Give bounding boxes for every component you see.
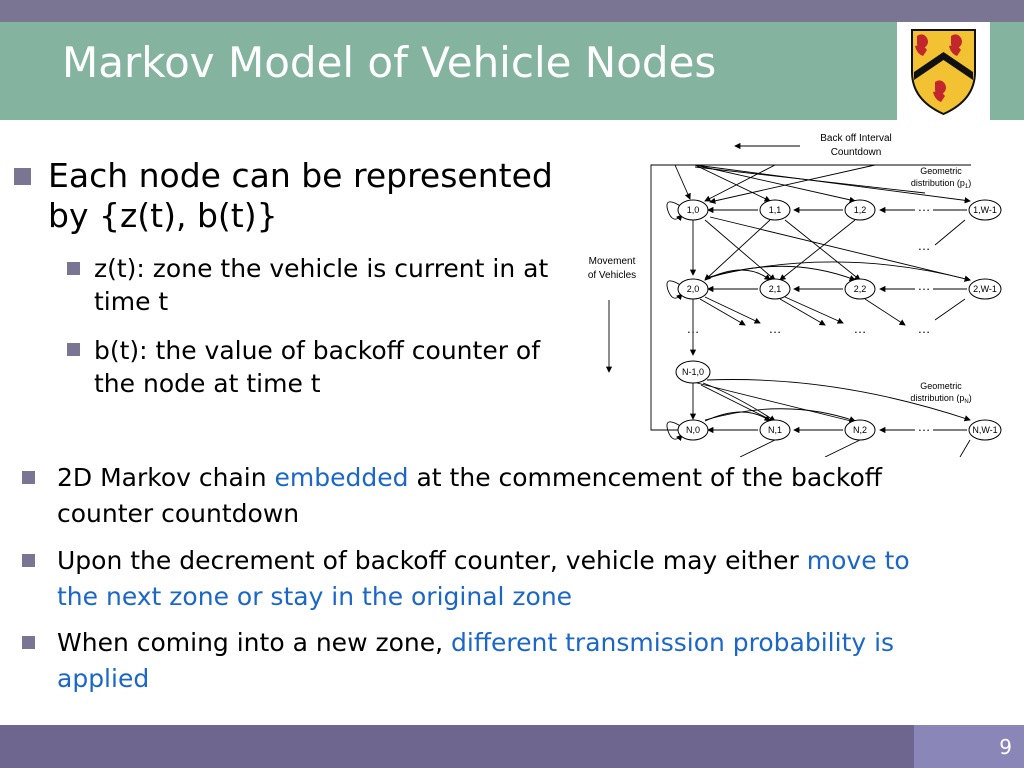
bullet-square-icon — [22, 636, 35, 649]
slide-title: Markov Model of Vehicle Nodes — [62, 38, 717, 87]
node-label: N,2 — [853, 425, 867, 435]
node-n-1 — [759, 419, 791, 441]
node-label: 2,2 — [854, 284, 867, 294]
movement-label: Movement — [589, 256, 636, 267]
ellipsis: … — [687, 321, 700, 336]
node-1-0 — [677, 199, 709, 221]
node-label: 2,W-1 — [973, 284, 997, 294]
ellipsis: … — [854, 321, 867, 336]
top-band — [0, 0, 1024, 22]
node-2-1 — [759, 278, 791, 300]
node-label: 2,0 — [687, 284, 700, 294]
ellipsis: … — [918, 419, 931, 434]
node-n-2 — [844, 419, 876, 441]
bullet-new-zone: When coming into a new zone, different t… — [57, 628, 895, 693]
bullet-square-icon — [14, 168, 31, 185]
node-label: 2,1 — [769, 284, 782, 294]
node-label: N,W-1 — [972, 425, 997, 435]
bullet-decrement: Upon the decrement of backoff counter, v… — [57, 546, 910, 611]
node-2-w1 — [968, 278, 1002, 300]
node-label: 1,1 — [769, 205, 782, 215]
backoff-label: Back off Interval — [820, 133, 892, 144]
ellipsis: … — [918, 199, 931, 214]
movement-label: of Vehicles — [588, 270, 636, 281]
node-1-2 — [844, 199, 876, 221]
geometric-label-top: Geometric — [920, 166, 962, 176]
node-label: N,0 — [686, 425, 700, 435]
node-label: N,1 — [768, 425, 782, 435]
geometric-dist-top: distribution (p1) — [911, 178, 971, 190]
node-label: N-1,0 — [682, 367, 704, 377]
bullet-markov-chain: 2D Markov chain embedded at the commence… — [57, 463, 883, 528]
bullet-square-icon — [67, 262, 80, 275]
node-1-w1 — [968, 199, 1002, 221]
ellipsis: … — [918, 321, 931, 336]
node-2-0 — [677, 278, 709, 300]
bullet-square-icon — [67, 343, 80, 356]
bullet-sub-z: z(t): zone the vehicle is current in at … — [94, 254, 549, 316]
node-label: 1,0 — [687, 205, 700, 215]
node-label: 1,W-1 — [973, 205, 997, 215]
ellipsis: … — [918, 238, 931, 253]
ellipsis: … — [918, 278, 931, 293]
title-bar — [0, 22, 1024, 120]
geometric-dist-bottom: distribution (pN) — [910, 393, 971, 405]
node-n1-0 — [675, 360, 711, 384]
bullet-square-icon — [22, 471, 35, 484]
ellipsis: … — [769, 321, 782, 336]
page-number: 9 — [999, 735, 1012, 759]
node-label: 1,2 — [854, 205, 867, 215]
node-2-2 — [844, 278, 876, 300]
page-number-box: 9 — [914, 725, 1024, 768]
node-1-1 — [759, 199, 791, 221]
markov-chain-diagram: 1,0 1,1 1,2 1,W-1 2,0 2,1 2,2 2,W-1 N-1,… — [588, 133, 1002, 457]
bullet-square-icon — [22, 554, 35, 567]
geometric-label-bottom: Geometric — [920, 381, 962, 391]
bullet-sub-b: b(t): the value of backoff counter of th… — [94, 336, 541, 398]
feedback-line — [650, 164, 971, 431]
backoff-label: Countdown — [831, 147, 882, 158]
bullet-main: Each node can be represented by {z(t), b… — [48, 156, 553, 235]
node-n-0 — [677, 419, 709, 441]
node-n-w1 — [968, 419, 1002, 441]
university-crest-logo — [897, 22, 990, 120]
footer-bar — [0, 725, 1024, 768]
